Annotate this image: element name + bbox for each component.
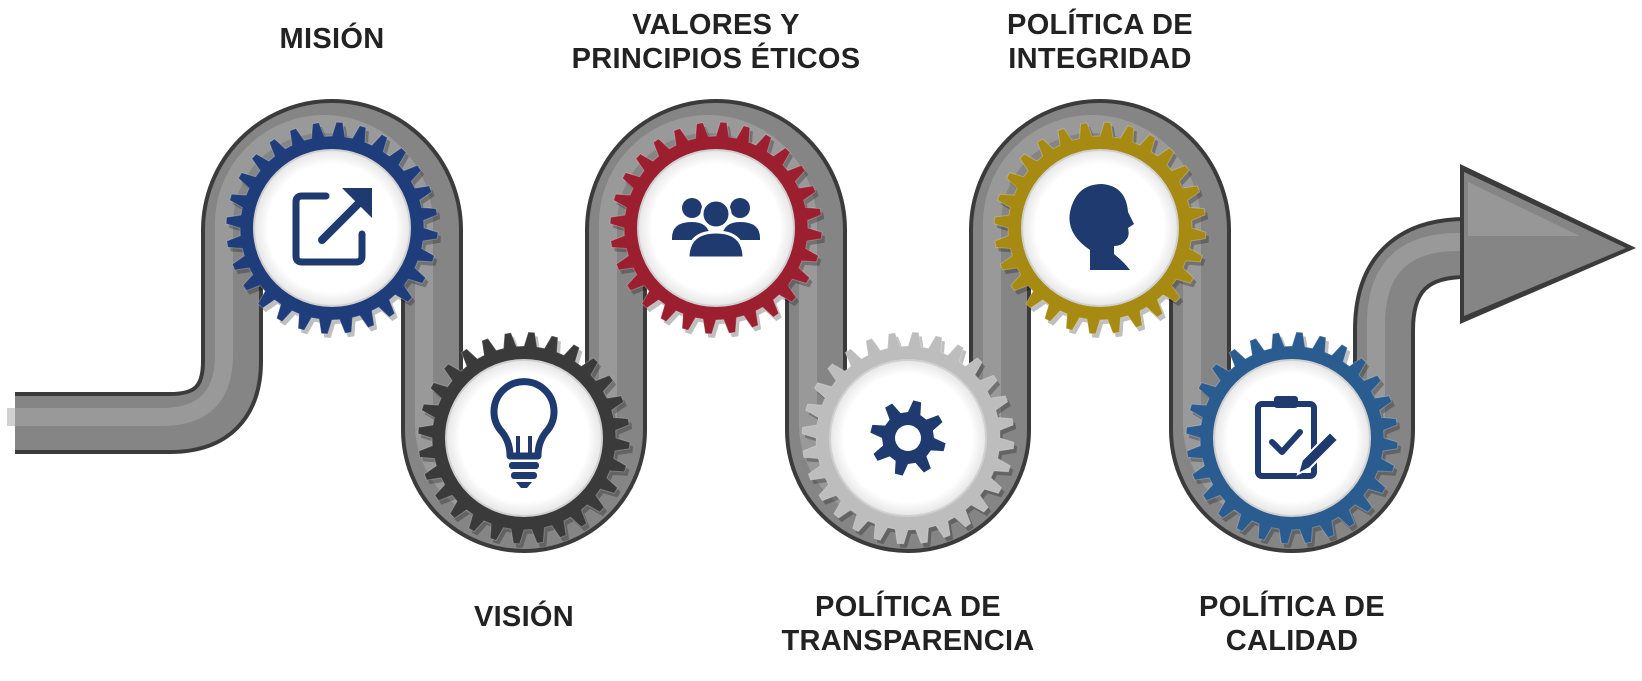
gear-step-1: [225, 121, 441, 338]
step-label-3: VALORES Y PRINCIPIOS ÉTICOS: [571, 9, 861, 75]
clipboard-check-icon: [1255, 396, 1340, 479]
people-group-icon: [672, 198, 760, 260]
step-label-6: POLÍTICA DE CALIDAD: [1199, 591, 1385, 657]
gear-icon: [870, 400, 946, 476]
gear-step-6: [1185, 331, 1401, 548]
step-label-2: VISIÓN: [473, 601, 575, 633]
external-link-icon: [292, 188, 372, 266]
gear-step-3: [609, 121, 825, 338]
gear-step-4: [801, 331, 1017, 548]
gear-step-5: [993, 121, 1209, 338]
step-label-5: POLÍTICA DE INTEGRIDAD: [1007, 9, 1193, 75]
step-label-4: POLÍTICA DE TRANSPARENCIA: [781, 591, 1035, 657]
lightbulb-icon: [490, 378, 558, 488]
gear-step-2: [417, 331, 633, 548]
head-profile-icon: [1069, 184, 1134, 270]
arrow-head: [1460, 164, 1636, 324]
step-label-1: MISIÓN: [279, 23, 385, 55]
gear-center-disc: [445, 359, 603, 517]
